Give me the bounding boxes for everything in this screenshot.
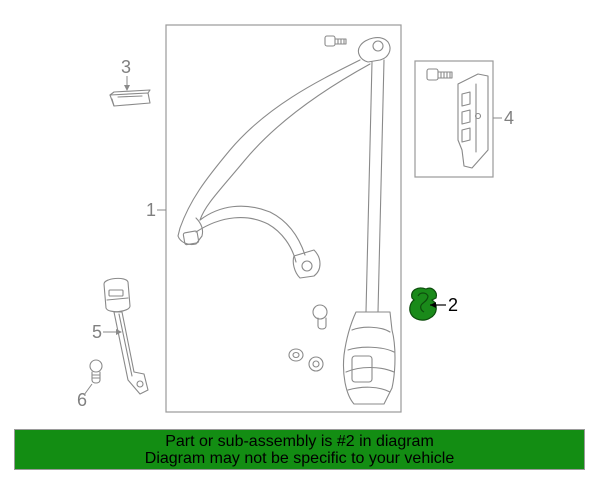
- height-adjuster-frame: [414, 60, 494, 178]
- anchor-bolt: [312, 304, 328, 330]
- callout-2-arrowhead: [430, 302, 436, 308]
- highlighted-part-2[interactable]: [409, 287, 437, 321]
- banner-line-2: Diagram may not be specific to your vehi…: [144, 450, 455, 467]
- callout-1: 1: [146, 200, 156, 220]
- seat-belt-assembly-frame: [165, 24, 402, 413]
- info-banner: Part or sub-assembly is #2 in diagram Di…: [14, 429, 585, 470]
- height-adjuster-part: [457, 73, 489, 169]
- callout-4: 4: [504, 108, 514, 128]
- callout-5: 5: [92, 322, 102, 342]
- buckle-part: [103, 277, 149, 395]
- callout-6-leader: [83, 383, 93, 396]
- buckle-bolt-part: [89, 359, 103, 384]
- parts-diagram: 1: [77, 24, 514, 413]
- callout-3: 3: [121, 57, 131, 77]
- washers: [288, 348, 324, 372]
- callout-2: 2: [448, 295, 458, 315]
- cover-part: [109, 89, 151, 107]
- banner-line-1: Part or sub-assembly is #2 in diagram: [165, 433, 434, 450]
- seat-belt-assembly: [177, 37, 396, 405]
- upper-anchor-bolt: [324, 35, 347, 47]
- callout-3-arrowhead: [124, 85, 130, 91]
- height-adjuster-bolt: [426, 68, 453, 81]
- callout-6: 6: [77, 390, 87, 410]
